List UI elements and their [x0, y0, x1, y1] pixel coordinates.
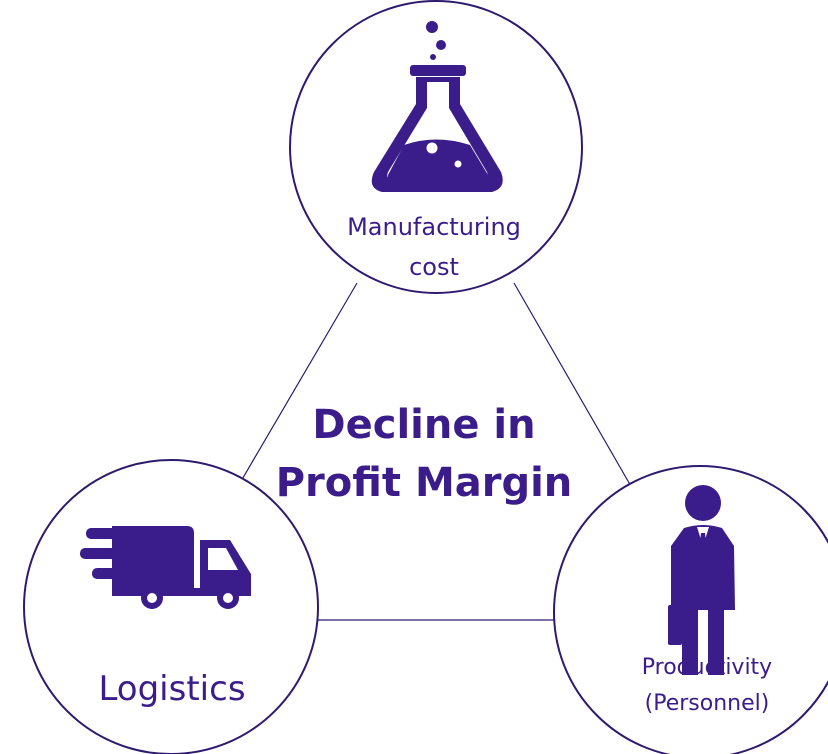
productivity-label: Productivity (Personnel) — [592, 648, 822, 720]
connector-mfg-logistics — [236, 282, 358, 489]
manufacturing-label-line2: cost — [409, 253, 459, 281]
productivity-label-line2: (Personnel) — [644, 691, 770, 716]
manufacturing-label: Manufacturing cost — [296, 202, 572, 282]
businessman-icon — [668, 485, 735, 675]
center-title-line2: Profit Margin — [275, 460, 573, 506]
center-title-line1: Decline in — [312, 402, 536, 448]
truck-icon — [80, 526, 251, 609]
logistics-label: Logistics — [74, 664, 270, 714]
center-title: Decline in Profit Margin — [254, 396, 594, 512]
manufacturing-label-line1: Manufacturing — [347, 213, 521, 241]
productivity-label-line1: Productivity — [641, 655, 773, 680]
connector-mfg-productivity — [513, 282, 633, 489]
flask-icon — [371, 21, 503, 192]
logistics-label-line1: Logistics — [98, 669, 246, 709]
